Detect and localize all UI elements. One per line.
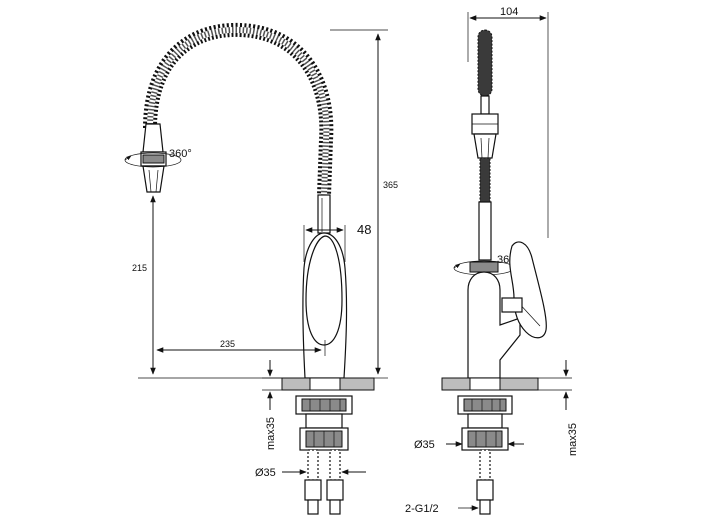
side-view: 360°	[405, 6, 579, 515]
front-view: 365 215 235 48 360° max35 Ø35	[124, 22, 398, 515]
mounting-nut-upper-left	[295, 395, 353, 415]
thread-label: 2-G1/2	[405, 503, 439, 515]
spout-head-side	[471, 113, 499, 159]
hole-diameter-label-right: Ø35	[414, 439, 435, 451]
rotation-label-spout: 360°	[169, 148, 192, 160]
nut-height-label-left: max35	[265, 417, 277, 450]
mounting-nut-lower-left	[299, 427, 349, 451]
body-width-label: 48	[357, 222, 371, 237]
lever-handle	[305, 235, 343, 346]
spout-tube-side	[479, 157, 491, 203]
reach-label: 235	[220, 339, 235, 349]
nut-height-label-right: max35	[567, 423, 579, 456]
width-label: 104	[500, 6, 518, 18]
spout-height-label: 215	[132, 263, 147, 273]
supply-hose-right	[476, 449, 494, 515]
mounting-nut-upper-right	[457, 395, 513, 415]
height-label: 365	[383, 180, 398, 190]
hole-diameter-label-left: Ø35	[255, 467, 276, 479]
mounting-nut-lower-right	[461, 427, 509, 451]
spout-hose-side	[477, 29, 493, 97]
faucet-body-side	[467, 271, 521, 379]
spout-neck	[317, 194, 331, 234]
spout-head	[140, 123, 167, 193]
lever-handle-side	[509, 241, 547, 339]
supply-hoses-left	[304, 449, 344, 515]
